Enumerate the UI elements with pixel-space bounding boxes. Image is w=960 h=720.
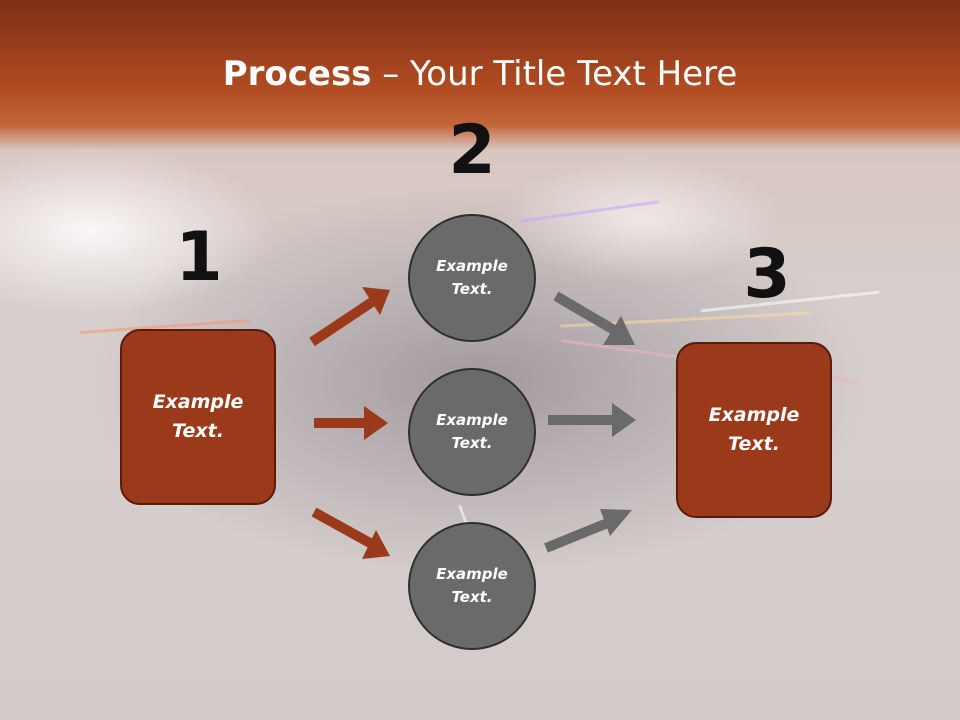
circle-top-line1: Example xyxy=(436,257,508,275)
step-number-1: 1 xyxy=(175,218,223,297)
title-rest: – Your Title Text Here xyxy=(371,54,738,94)
step-box-1-line2: Text. xyxy=(172,420,224,442)
circle-bottom-line1: Example xyxy=(436,565,508,583)
circle-middle-line2: Text. xyxy=(451,434,493,452)
step-box-1-line1: Example xyxy=(152,391,244,413)
title-bold: Process xyxy=(222,54,372,94)
arrow-middle-to-box3 xyxy=(548,403,636,437)
arrow-bottom-to-box3 xyxy=(544,509,632,553)
circle-bottom-line2: Text. xyxy=(451,588,493,606)
arrow-box1-to-top xyxy=(309,287,390,347)
step-box-3-line2: Text. xyxy=(728,433,780,455)
step-box-3-line1: Example xyxy=(708,404,800,426)
circle-top-line2: Text. xyxy=(451,280,493,298)
step-number-3: 3 xyxy=(743,235,791,314)
circle-middle-line1: Example xyxy=(436,411,508,429)
slide-title: Process – Your Title Text Here xyxy=(0,52,960,96)
arrow-box1-to-bottom xyxy=(311,507,390,559)
step-number-2: 2 xyxy=(448,111,496,190)
arrow-top-to-box3 xyxy=(553,291,635,345)
arrow-box1-to-middle xyxy=(314,406,388,440)
